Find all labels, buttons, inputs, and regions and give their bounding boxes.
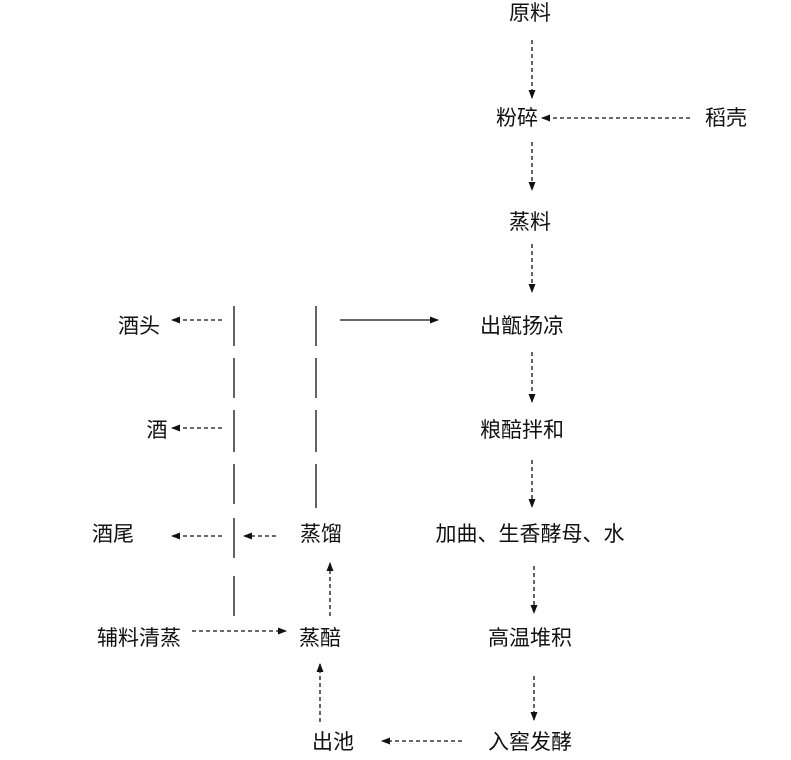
node-auxiliary-steaming: 辅料清蒸 [97,626,181,650]
node-liquor-head: 酒头 [118,314,160,338]
node-out-of-pit: 出池 [312,730,354,754]
node-cellar-fermentation: 入窖发酵 [488,730,572,754]
node-steaming-material: 蒸料 [509,210,551,234]
node-raw-material: 原料 [509,1,551,25]
node-high-temp-stacking: 高温堆积 [488,626,572,650]
node-steam-mash: 蒸醅 [299,626,341,650]
node-liquor: 酒 [146,418,168,442]
node-add-qu-yeast-water: 加曲、生香酵母、水 [435,522,625,546]
node-mix-grain-mash: 粮醅拌和 [480,418,564,442]
node-liquor-tail: 酒尾 [92,522,134,546]
node-distillation: 蒸馏 [300,522,342,546]
node-crushing: 粉碎 [496,106,538,130]
node-rice-husk: 稻壳 [705,106,747,130]
node-unload-cool: 出甑扬凉 [480,314,564,338]
